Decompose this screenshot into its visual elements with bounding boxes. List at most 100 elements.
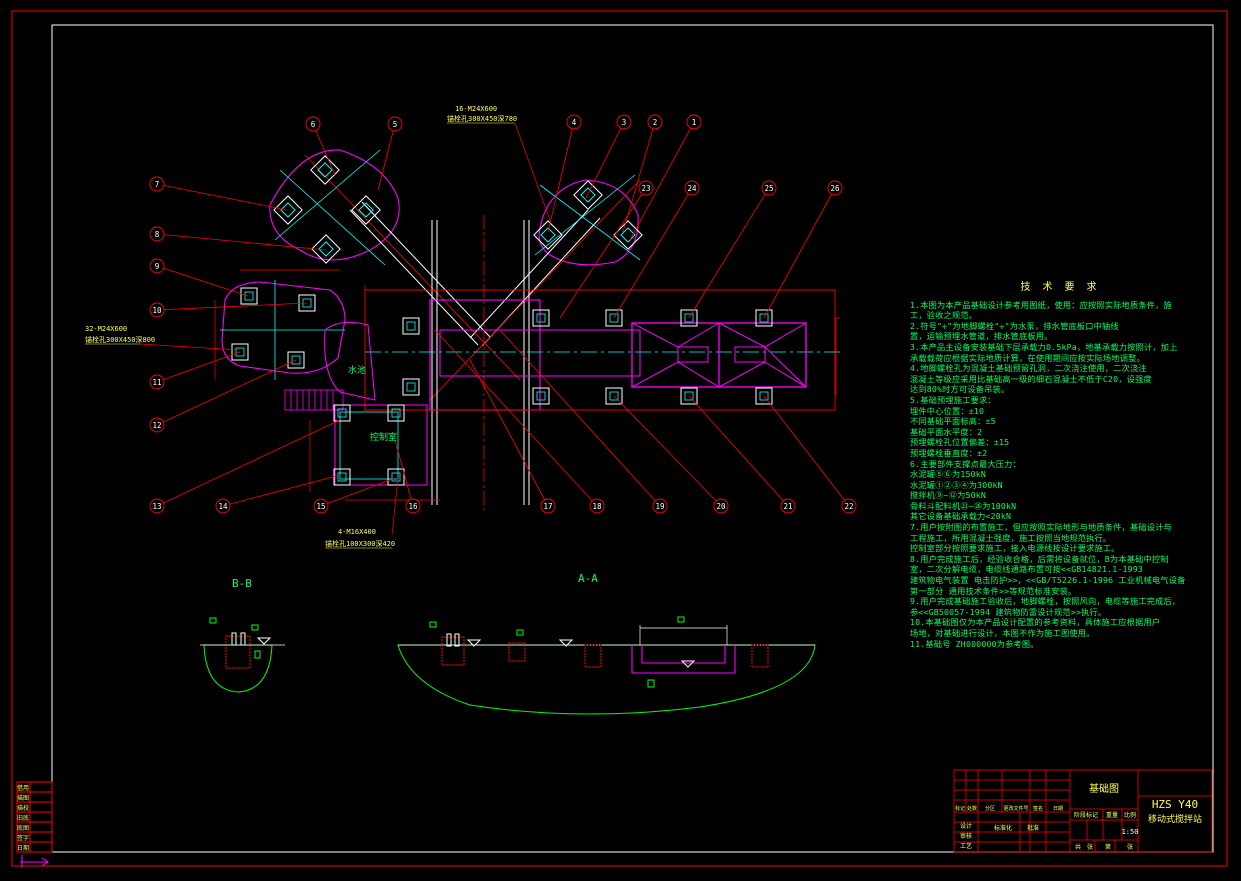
callout-25: 25 (688, 180, 777, 319)
note-line: 11.基础号 ZH000000为参考图。 (910, 638, 1039, 649)
side-block-label: 底图 (17, 824, 29, 832)
callout-8: 8 (149, 226, 327, 251)
callout-5: 5 (377, 116, 403, 191)
hole-note-left: 32-M24X600 (85, 325, 127, 333)
callout-23: 23 (559, 180, 654, 319)
sheet-label: 张 (1127, 843, 1133, 851)
marks-header-cell: 标记 (955, 805, 965, 812)
note-line: 预埋螺栓垂直度：±2 (910, 447, 988, 458)
control-room-label: 控制室 (370, 431, 397, 443)
section-aa-view (397, 616, 816, 715)
note-line: 工，验收之规范。 (910, 310, 978, 321)
callout-number: 10 (152, 306, 162, 315)
section-bb-view (200, 617, 285, 693)
product-name: 移动式搅拌站 (1148, 813, 1202, 825)
callout-19: 19 (499, 329, 668, 514)
note-line: 水泥罐⑤⑥为150kN (910, 469, 986, 480)
callout-number: 16 (408, 502, 418, 511)
callout-number: 18 (592, 502, 602, 511)
callout-number: 17 (543, 502, 552, 511)
callout-number: 5 (393, 120, 398, 129)
anchor-plate (351, 195, 381, 225)
anchor-plate (532, 309, 550, 327)
anchor-plate (755, 387, 773, 405)
callout-17: 17 (469, 359, 556, 514)
callout-number: 19 (655, 502, 664, 511)
note-line: 基础平面水平度：2 (910, 426, 983, 437)
note-line: 工程施工，所用混凝土强度，施工按照当地规范执行。 (910, 532, 1112, 543)
callout-number: 20 (716, 502, 726, 511)
note-line: 搅拌机⑨~⑫为50kN (910, 490, 986, 501)
callout-9: 9 (149, 258, 249, 297)
note-line: 8.用户完成施工后，经验收合格，后需将设备就位，B为本基础中控制 (910, 553, 1169, 564)
note-line: 不同基础平面标高：±5 (910, 416, 996, 427)
product-code: HZS Y40 (1152, 798, 1198, 811)
note-line: 9.用户完成基础施工验收后，地脚螺栓，按照风向，电缆等施工完成后， (910, 596, 1181, 607)
anchor-plate (533, 220, 563, 250)
hole-note-top-sub: 锚栓孔300X450深780 (447, 114, 517, 123)
stage-header: 重量 (1106, 811, 1118, 819)
anchor-plate (273, 195, 303, 225)
marks-row-label: 设计 (960, 822, 972, 830)
callout-number: 22 (844, 502, 853, 511)
note-line: 混凝土等级应采用比基础高一级的细石混凝土不低于C20，设强度 (910, 373, 1152, 384)
sheet-label: 张 (1087, 843, 1093, 851)
side-block-label: 借用 (17, 784, 29, 792)
callout-18: 18 (434, 329, 605, 514)
anchor-plate (240, 287, 258, 305)
note-line: 10.本基础图仅为本产品设计配置的参考资料，具体施工应根据用户 (910, 617, 1161, 628)
notes-title: 技 术 要 求 (1020, 282, 1100, 293)
note-line: 预埋螺栓孔位置偏差：±15 (910, 437, 1010, 448)
callout-number: 4 (572, 118, 577, 127)
note-line: 6.主要部件支撑点最大压力： (910, 458, 1021, 469)
anchor-plate (532, 387, 550, 405)
marks-header-cell: 日期 (1053, 806, 1063, 812)
note-line: 第一部分 通用技术条件>>等规范标准安装。 (910, 585, 1077, 596)
marks-header-cell: 分区 (985, 805, 995, 812)
callout-3: 3 (584, 114, 632, 201)
section-bb-title: B-B (232, 577, 252, 590)
note-line: 5.基础预埋施工要求： (910, 394, 996, 405)
hole-note-left-sub: 锚栓孔300X450深800 (85, 335, 155, 344)
plan-view (214, 149, 840, 510)
callout-4: 4 (547, 114, 582, 233)
note-line: 参<<GB50057-1994 建筑物防雷设计规范>>执行。 (910, 606, 1107, 617)
notes-body: 1.本图为本产品基础设计参考用图纸，使用：应按照实际地质条件，施 工，验收之规范… (910, 300, 1210, 650)
callout-1: 1 (629, 114, 702, 241)
title-block (953, 769, 1213, 853)
callout-number: 15 (316, 502, 325, 511)
anchor-plate (613, 220, 643, 250)
hole-note-bottom-sub: 锚栓孔100X300深420 (325, 539, 395, 548)
side-block-label: 日期 (17, 844, 29, 852)
water-pool-label: 水池 (348, 364, 366, 376)
side-block-label: 签字 (17, 834, 29, 842)
callout-number: 11 (152, 378, 161, 387)
note-line: 置，运输预埋水管道，排水管底板用。 (910, 331, 1053, 342)
callout-number: 24 (687, 184, 697, 193)
callout-number: 7 (155, 180, 160, 189)
callout-11: 11 (149, 351, 241, 390)
anchor-plate (387, 468, 405, 486)
outer-sheet-border (11, 10, 1228, 867)
callout-26: 26 (763, 180, 843, 319)
anchor-plate (287, 351, 305, 369)
anchor-plate (387, 404, 405, 422)
marks-header-cell: 处数 (967, 805, 977, 812)
callout-number: 1 (692, 118, 697, 127)
marks-header-cell: 更改文件号 (1003, 805, 1028, 812)
scale-value: 1:50 (1122, 828, 1139, 836)
callout-16: 16 (394, 439, 421, 514)
side-block-label: 描校 (17, 804, 29, 812)
hole-note-top: 16-M24X600 (455, 105, 497, 113)
callout-2: 2 (622, 114, 663, 233)
side-block-label: 描图 (17, 794, 29, 802)
drawing-name: 基础图 (1089, 782, 1119, 795)
marks-row-label: 审核 (960, 832, 972, 840)
note-line: 水泥罐①②③④为300kN (910, 479, 1003, 490)
inner-frame-border (51, 24, 1214, 853)
callout-number: 23 (641, 184, 650, 193)
anchor-plate (311, 234, 341, 264)
callout-14: 14 (215, 474, 341, 514)
